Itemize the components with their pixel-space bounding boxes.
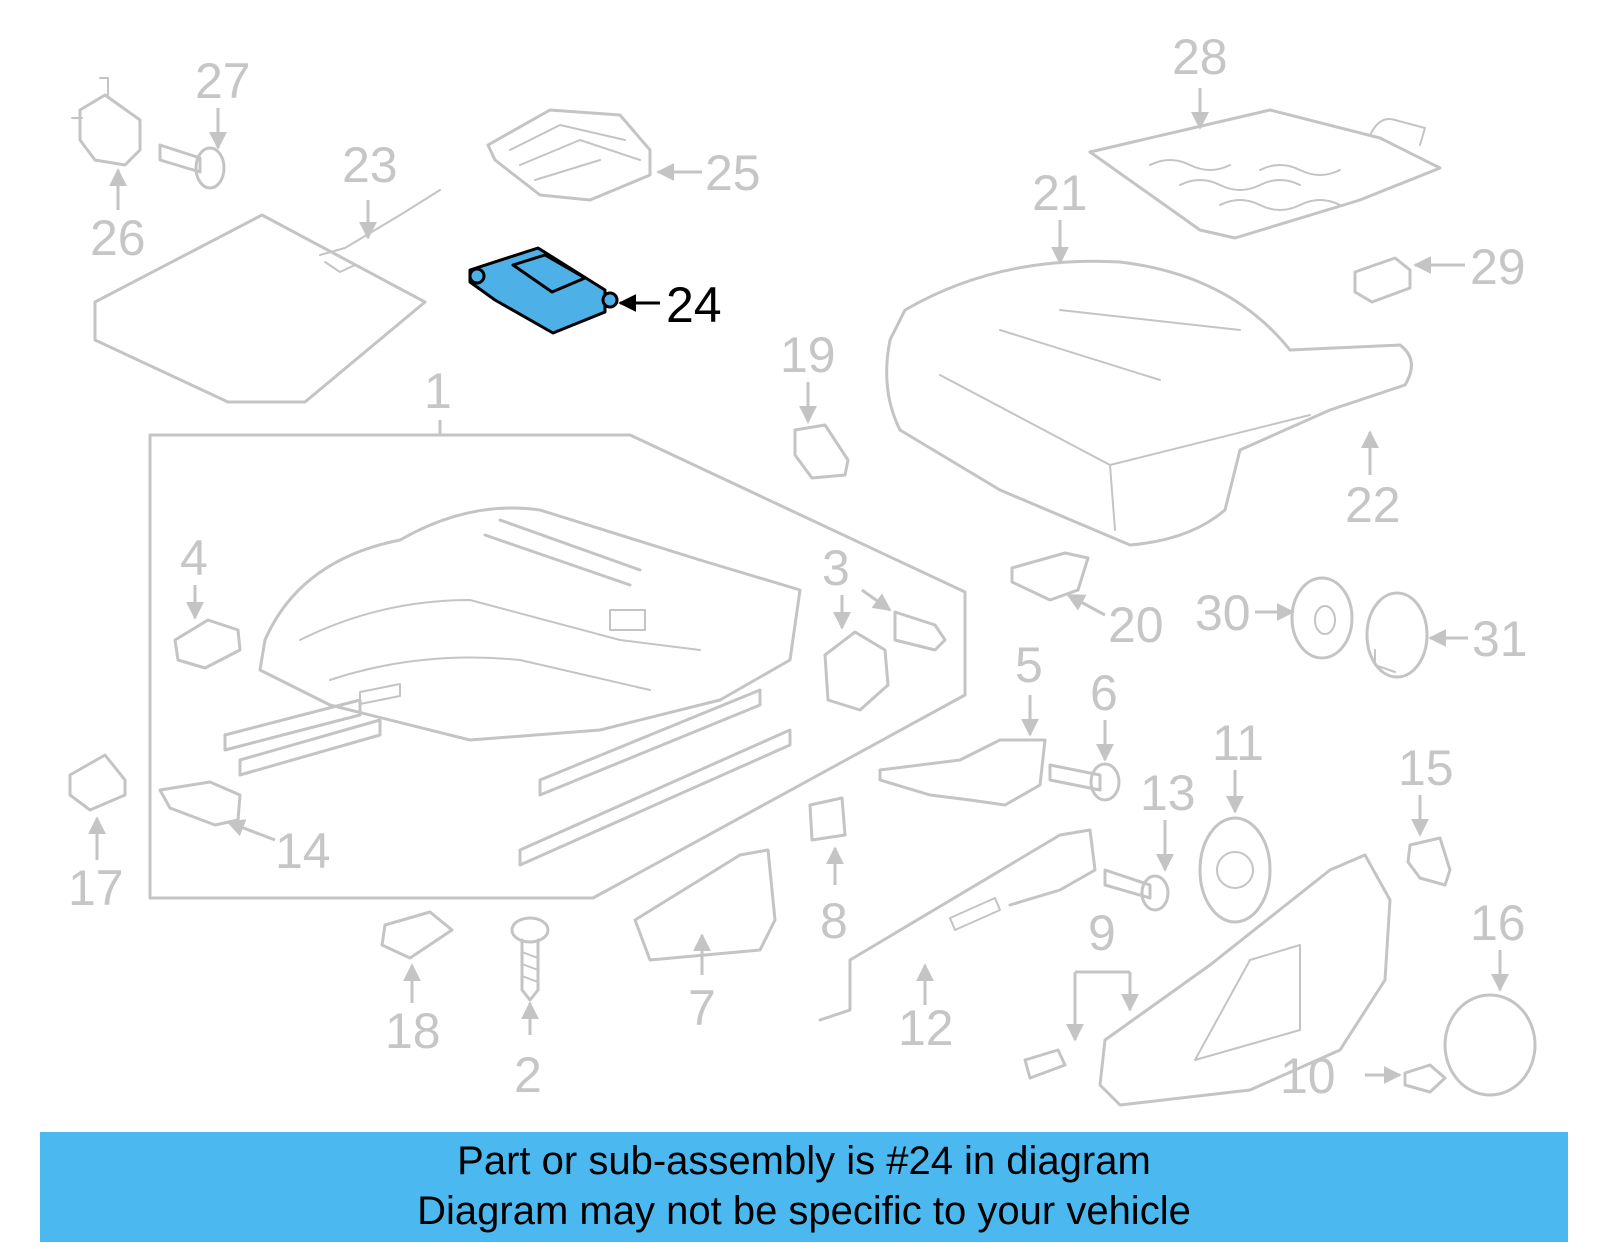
callout-14: 14 [275,823,331,879]
callout-30: 30 [1195,585,1251,641]
callout-29: 29 [1470,239,1526,295]
part-16-knob [1443,993,1537,1097]
part-23-sensor [319,189,441,273]
banner-line-1: Part or sub-assembly is #24 in diagram [457,1139,1151,1183]
part-10-clip [1403,1063,1447,1094]
leader-14 [226,819,276,842]
part-21-cushion [885,259,1413,547]
part-23-mat [93,213,427,404]
callout-11: 11 [1212,715,1264,771]
callout-24: 24 [666,277,722,333]
callout-1: 1 [424,363,452,419]
part-12-tab [949,897,1001,931]
part-12-rod [818,828,1097,1022]
part-19-clip [793,423,850,480]
callout-18: 18 [385,1003,441,1059]
part-30-pulley [1290,576,1354,660]
callout-20: 20 [1108,597,1164,653]
leader-3b [861,588,892,612]
part-9-side-shield [1023,853,1392,1107]
part-7-trim [633,848,777,962]
callout-15: 15 [1398,740,1454,796]
part-29-connector [1353,256,1412,304]
part-25-motor [486,108,652,202]
part-27-bolt [158,143,226,190]
part-2-screw [510,916,550,1002]
callout-17: 17 [68,860,124,916]
banner-line-2: Diagram may not be specific to your vehi… [417,1189,1191,1233]
callout-8: 8 [820,893,848,949]
callout-10: 10 [1280,1048,1336,1104]
leader-20 [1066,593,1106,617]
callout-13: 13 [1140,765,1196,821]
callout-4: 4 [180,530,208,586]
callout-6: 6 [1090,665,1118,721]
part-17-clip [68,753,127,812]
part-1-frame-outline [148,433,967,900]
part-31-pulley [1365,591,1429,679]
part-14-trim [158,780,242,827]
callout-22: 22 [1345,477,1401,533]
callout-5: 5 [1015,637,1043,693]
part-8-nut [808,796,847,842]
part-13-bolt [1103,868,1170,912]
info-banner: Part or sub-assembly is #24 in diagram D… [40,1132,1568,1242]
callout-25: 25 [705,145,761,201]
callout-3: 3 [822,540,850,596]
callout-28: 28 [1172,29,1228,85]
part-28-heater-pad [1088,108,1442,240]
part-5-bracket [878,738,1047,807]
callout-19: 19 [780,327,836,383]
part-24-control-module [468,246,619,335]
part-18-clip [380,910,454,960]
callout-2: 2 [514,1047,542,1103]
part-26-bracket [71,77,142,167]
callout-31: 31 [1472,611,1528,667]
callout-9: 9 [1088,905,1116,961]
part-20-cover [1010,551,1090,602]
part-15-clip [1406,836,1452,887]
callout-16: 16 [1470,895,1526,951]
callout-21: 21 [1032,165,1088,221]
callout-27: 27 [195,53,251,109]
part-6-bolt [1048,762,1121,802]
callout-23: 23 [342,137,398,193]
callout-7: 7 [688,980,716,1036]
part-4-switch [173,618,242,670]
part-3-bracket [823,610,947,712]
callout-26: 26 [90,210,146,266]
part-11-plate [1198,816,1272,924]
callout-12: 12 [898,1000,954,1056]
part-1-seat-frame [223,506,802,867]
